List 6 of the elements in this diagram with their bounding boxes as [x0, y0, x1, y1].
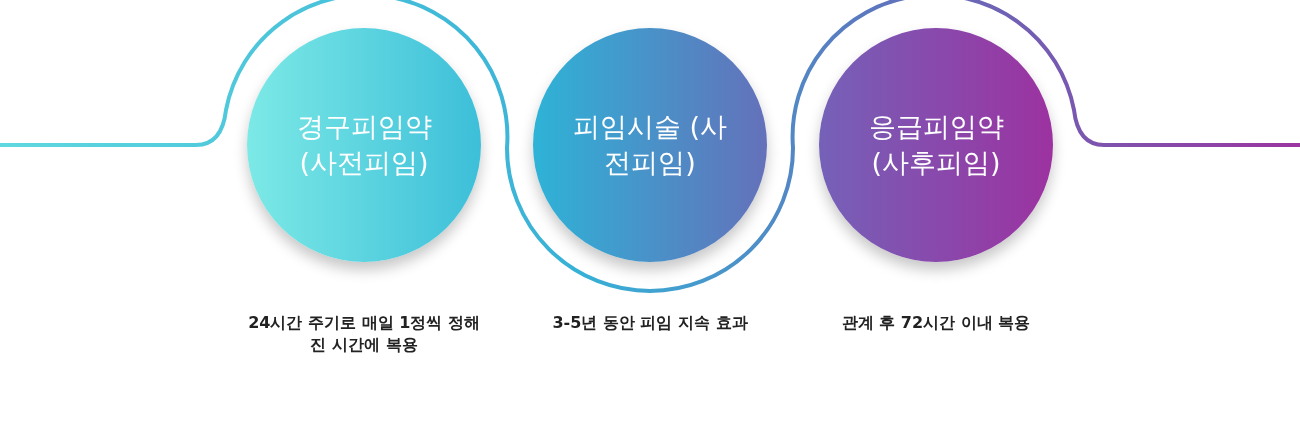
description-text: 24시간 주기로 매일 1정씩 정해진 시간에 복용	[247, 312, 481, 357]
description-text: 3-5년 동안 피임 지속 효과	[551, 312, 749, 334]
node-title: 피임시술 (사전피임)	[571, 109, 729, 180]
node-title: 응급피임약 (사후피임)	[867, 109, 1005, 180]
description-text: 관계 후 72시간 이내 복용	[840, 312, 1032, 334]
node-title: 경구피임약 (사전피임)	[295, 109, 433, 180]
